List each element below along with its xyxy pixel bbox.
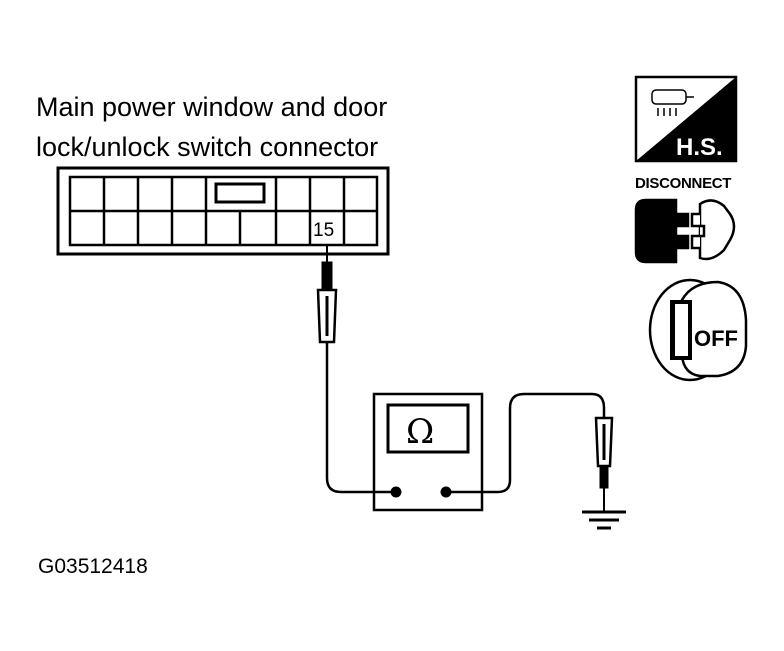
connector-title-line2: lock/unlock switch connector [36, 132, 379, 162]
figure-code: G03512418 [38, 555, 148, 578]
ignition-off-label: OFF [694, 326, 738, 351]
hs-icon [634, 75, 738, 163]
wiper-symbol-icon [651, 89, 694, 116]
connector-block [56, 166, 390, 256]
pin-number-label: 15 [313, 220, 334, 241]
disconnect-label: DISCONNECT [635, 175, 732, 192]
connector-title-line1: Main power window and door [36, 92, 388, 122]
hs-label: H.S. [676, 134, 723, 161]
disconnect-icon [634, 198, 736, 264]
left-probe [316, 245, 396, 494]
right-probe-and-ground [446, 392, 626, 530]
ignition-off-icon [648, 278, 748, 382]
ohm-symbol: Ω [406, 412, 434, 452]
